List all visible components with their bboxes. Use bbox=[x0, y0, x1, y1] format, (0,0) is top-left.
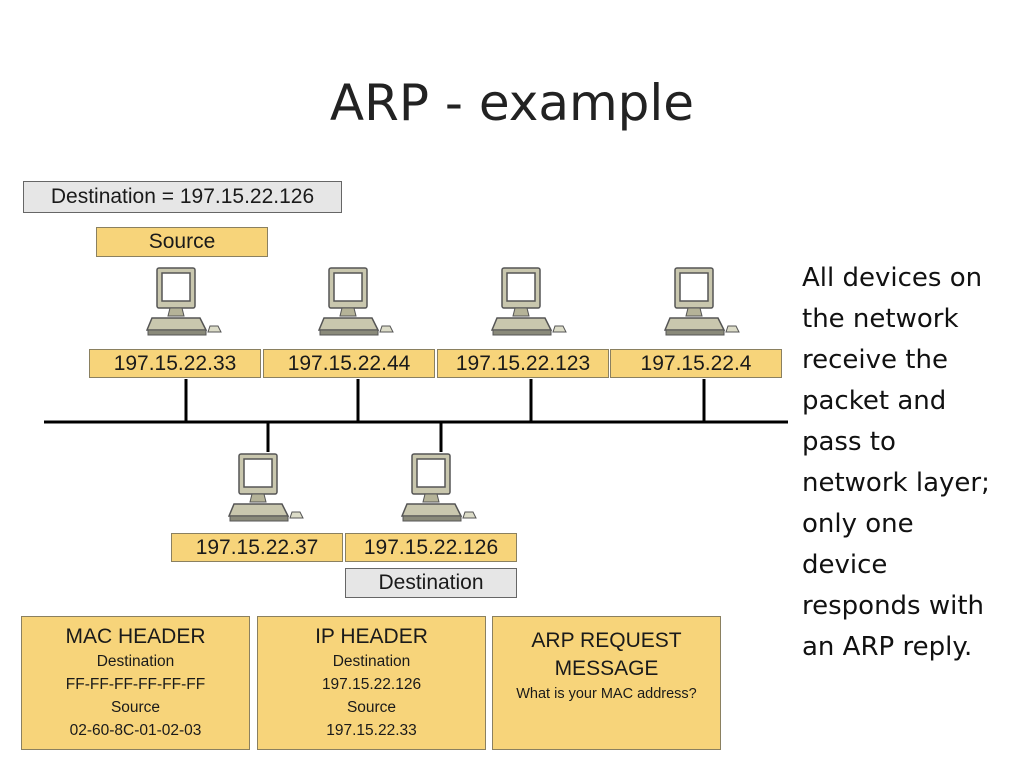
side-text-line: receive the bbox=[802, 345, 948, 375]
computer-icon bbox=[664, 267, 740, 336]
arp-request-question: What is your MAC address? bbox=[516, 686, 697, 702]
ip-label-host-2: 197.15.22.44 bbox=[263, 349, 435, 378]
ip-header-title: IP HEADER bbox=[315, 625, 428, 648]
side-text-line: network layer; bbox=[802, 468, 990, 498]
side-explanation: All devices on the network receive the p… bbox=[802, 258, 1017, 668]
ip-dest-label: Destination bbox=[332, 653, 411, 670]
ip-label-host-1: 197.15.22.33 bbox=[89, 349, 261, 378]
ip-label-host-6: 197.15.22.126 bbox=[345, 533, 517, 562]
side-text-line: only one bbox=[802, 509, 914, 539]
computer-icon bbox=[146, 267, 222, 336]
side-text-line: All devices on bbox=[802, 263, 983, 293]
mac-src-label: Source bbox=[110, 699, 161, 716]
side-text-line: the network bbox=[802, 304, 959, 334]
ip-src-value: 197.15.22.33 bbox=[326, 722, 417, 739]
slide-title: ARP - example bbox=[329, 74, 695, 132]
arp-request-box: ARP REQUEST MESSAGE What is your MAC add… bbox=[492, 616, 721, 750]
side-text-line: responds with bbox=[802, 591, 985, 621]
ip-src-label: Source bbox=[346, 699, 397, 716]
mac-header-box: MAC HEADER Destination FF-FF-FF-FF-FF-FF… bbox=[21, 616, 250, 750]
side-text-line: packet and bbox=[802, 386, 947, 416]
source-tag: Source bbox=[96, 227, 268, 257]
arp-request-title-line1: ARP REQUEST bbox=[531, 629, 682, 652]
destination-banner: Destination = 197.15.22.126 bbox=[23, 181, 342, 213]
arp-request-title-line2: MESSAGE bbox=[554, 657, 659, 680]
mac-dest-label: Destination bbox=[96, 653, 175, 670]
mac-dest-value: FF-FF-FF-FF-FF-FF bbox=[65, 676, 206, 693]
mac-src-value: 02-60-8C-01-02-03 bbox=[69, 722, 202, 739]
mac-header-title: MAC HEADER bbox=[65, 625, 206, 648]
ip-label-host-4: 197.15.22.4 bbox=[610, 349, 782, 378]
ip-label-host-5: 197.15.22.37 bbox=[171, 533, 343, 562]
computer-icon bbox=[401, 453, 477, 522]
computer-icon bbox=[491, 267, 567, 336]
computer-icon bbox=[228, 453, 304, 522]
side-text-line: device bbox=[802, 550, 888, 580]
computer-icon bbox=[318, 267, 394, 336]
ip-header-box: IP HEADER Destination 197.15.22.126 Sour… bbox=[257, 616, 486, 750]
ip-label-host-3: 197.15.22.123 bbox=[437, 349, 609, 378]
side-text-line: pass to bbox=[802, 427, 896, 457]
destination-tag: Destination bbox=[345, 568, 517, 598]
side-text-line: an ARP reply. bbox=[802, 632, 973, 662]
ip-dest-value: 197.15.22.126 bbox=[321, 676, 422, 693]
